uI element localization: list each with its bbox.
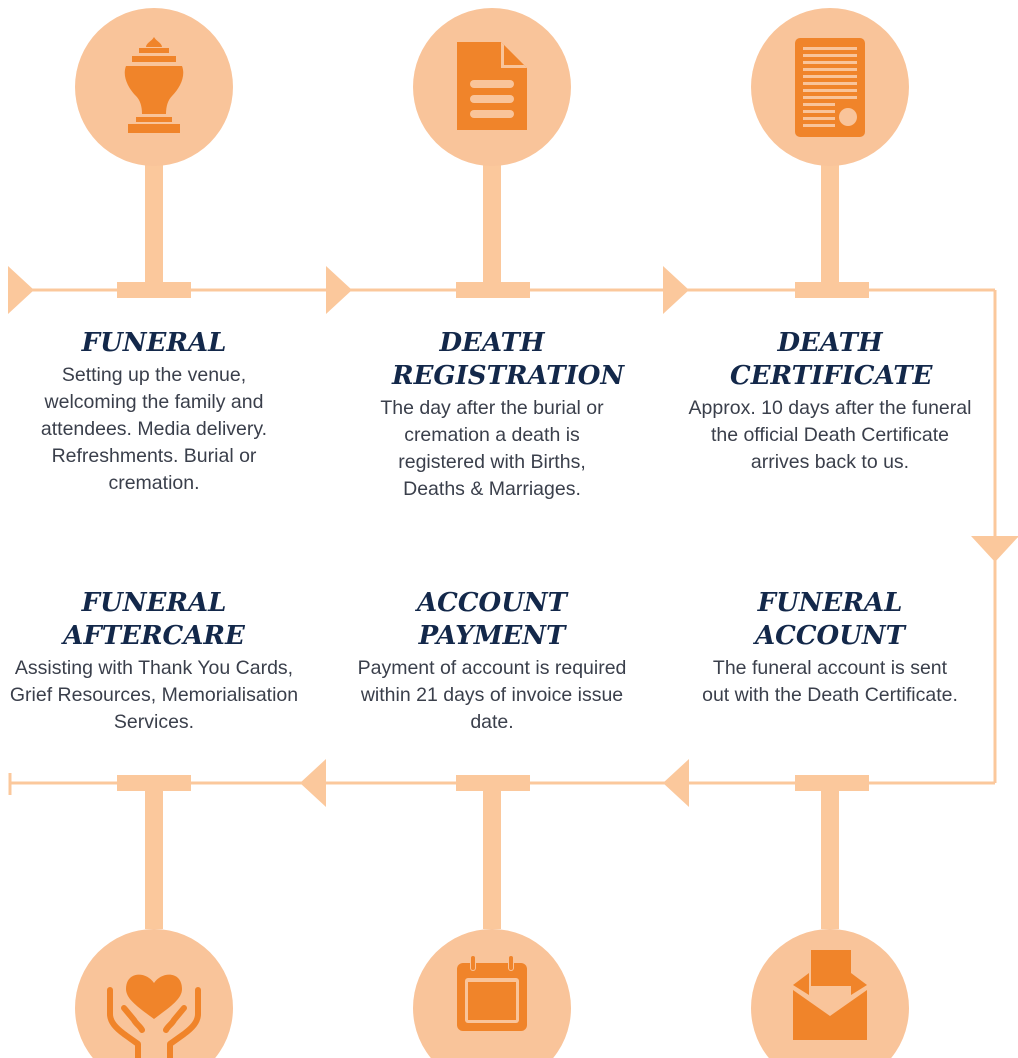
flow-arrows	[8, 266, 1018, 807]
arrow-left-1	[663, 759, 689, 807]
top-connectors	[117, 150, 869, 298]
arrow-left-2	[300, 759, 326, 807]
bottom-connectors	[117, 775, 869, 929]
stem-3	[821, 150, 839, 284]
step-title: FUNERAL ACCOUNT	[755, 588, 905, 651]
step-title: DEATH CERTIFICATE	[730, 328, 933, 391]
junction-2	[456, 282, 530, 298]
urn-icon	[124, 37, 184, 133]
step-funeral-account: FUNERAL ACCOUNT The funeral account is s…	[680, 587, 980, 709]
arrow-right-2	[326, 266, 352, 314]
stem-5	[483, 789, 501, 929]
step-description: Approx. 10 days after the funeral the of…	[688, 397, 972, 473]
step-title: FUNERAL AFTERCARE	[63, 588, 245, 651]
stem-6	[145, 789, 163, 929]
step-description: The day after the burial or cremation a …	[380, 397, 604, 500]
circle-funeral-account	[751, 929, 909, 1058]
calendar-icon	[457, 955, 527, 1031]
stem-2	[483, 150, 501, 284]
stem-4	[821, 789, 839, 929]
heart-hands-icon	[107, 974, 201, 1058]
envelope-icon	[793, 950, 867, 1040]
stem-1	[145, 150, 163, 284]
step-title: ACCOUNT PAYMENT	[417, 588, 567, 651]
step-description: Assisting with Thank You Cards, Grief Re…	[9, 657, 299, 733]
step-funeral-aftercare: FUNERAL AFTERCARE Assisting with Thank Y…	[4, 587, 304, 736]
step-description: Payment of account is required within 21…	[357, 657, 627, 733]
step-title: FUNERAL	[81, 328, 227, 358]
arrow-right-1	[8, 266, 34, 314]
step-funeral: FUNERAL Setting up the venue, welcoming …	[4, 327, 304, 497]
arrow-down	[971, 536, 1018, 562]
step-death-registration: DEATH REGISTRATION The day after the bur…	[342, 327, 642, 503]
step-account-payment: ACCOUNT PAYMENT Payment of account is re…	[342, 587, 642, 736]
junction-6	[117, 775, 191, 791]
step-description: Setting up the venue, welcoming the fami…	[40, 364, 268, 494]
junction-5	[456, 775, 530, 791]
document-icon	[457, 42, 527, 130]
junction-3	[795, 282, 869, 298]
junction-1	[117, 282, 191, 298]
step-title: DEATH REGISTRATION	[392, 328, 625, 391]
step-description: The funeral account is sent out with the…	[702, 657, 958, 706]
arrow-right-3	[663, 266, 689, 314]
step-death-certificate: DEATH CERTIFICATE Approx. 10 days after …	[680, 327, 980, 476]
junction-4	[795, 775, 869, 791]
certificate-icon	[795, 38, 865, 137]
